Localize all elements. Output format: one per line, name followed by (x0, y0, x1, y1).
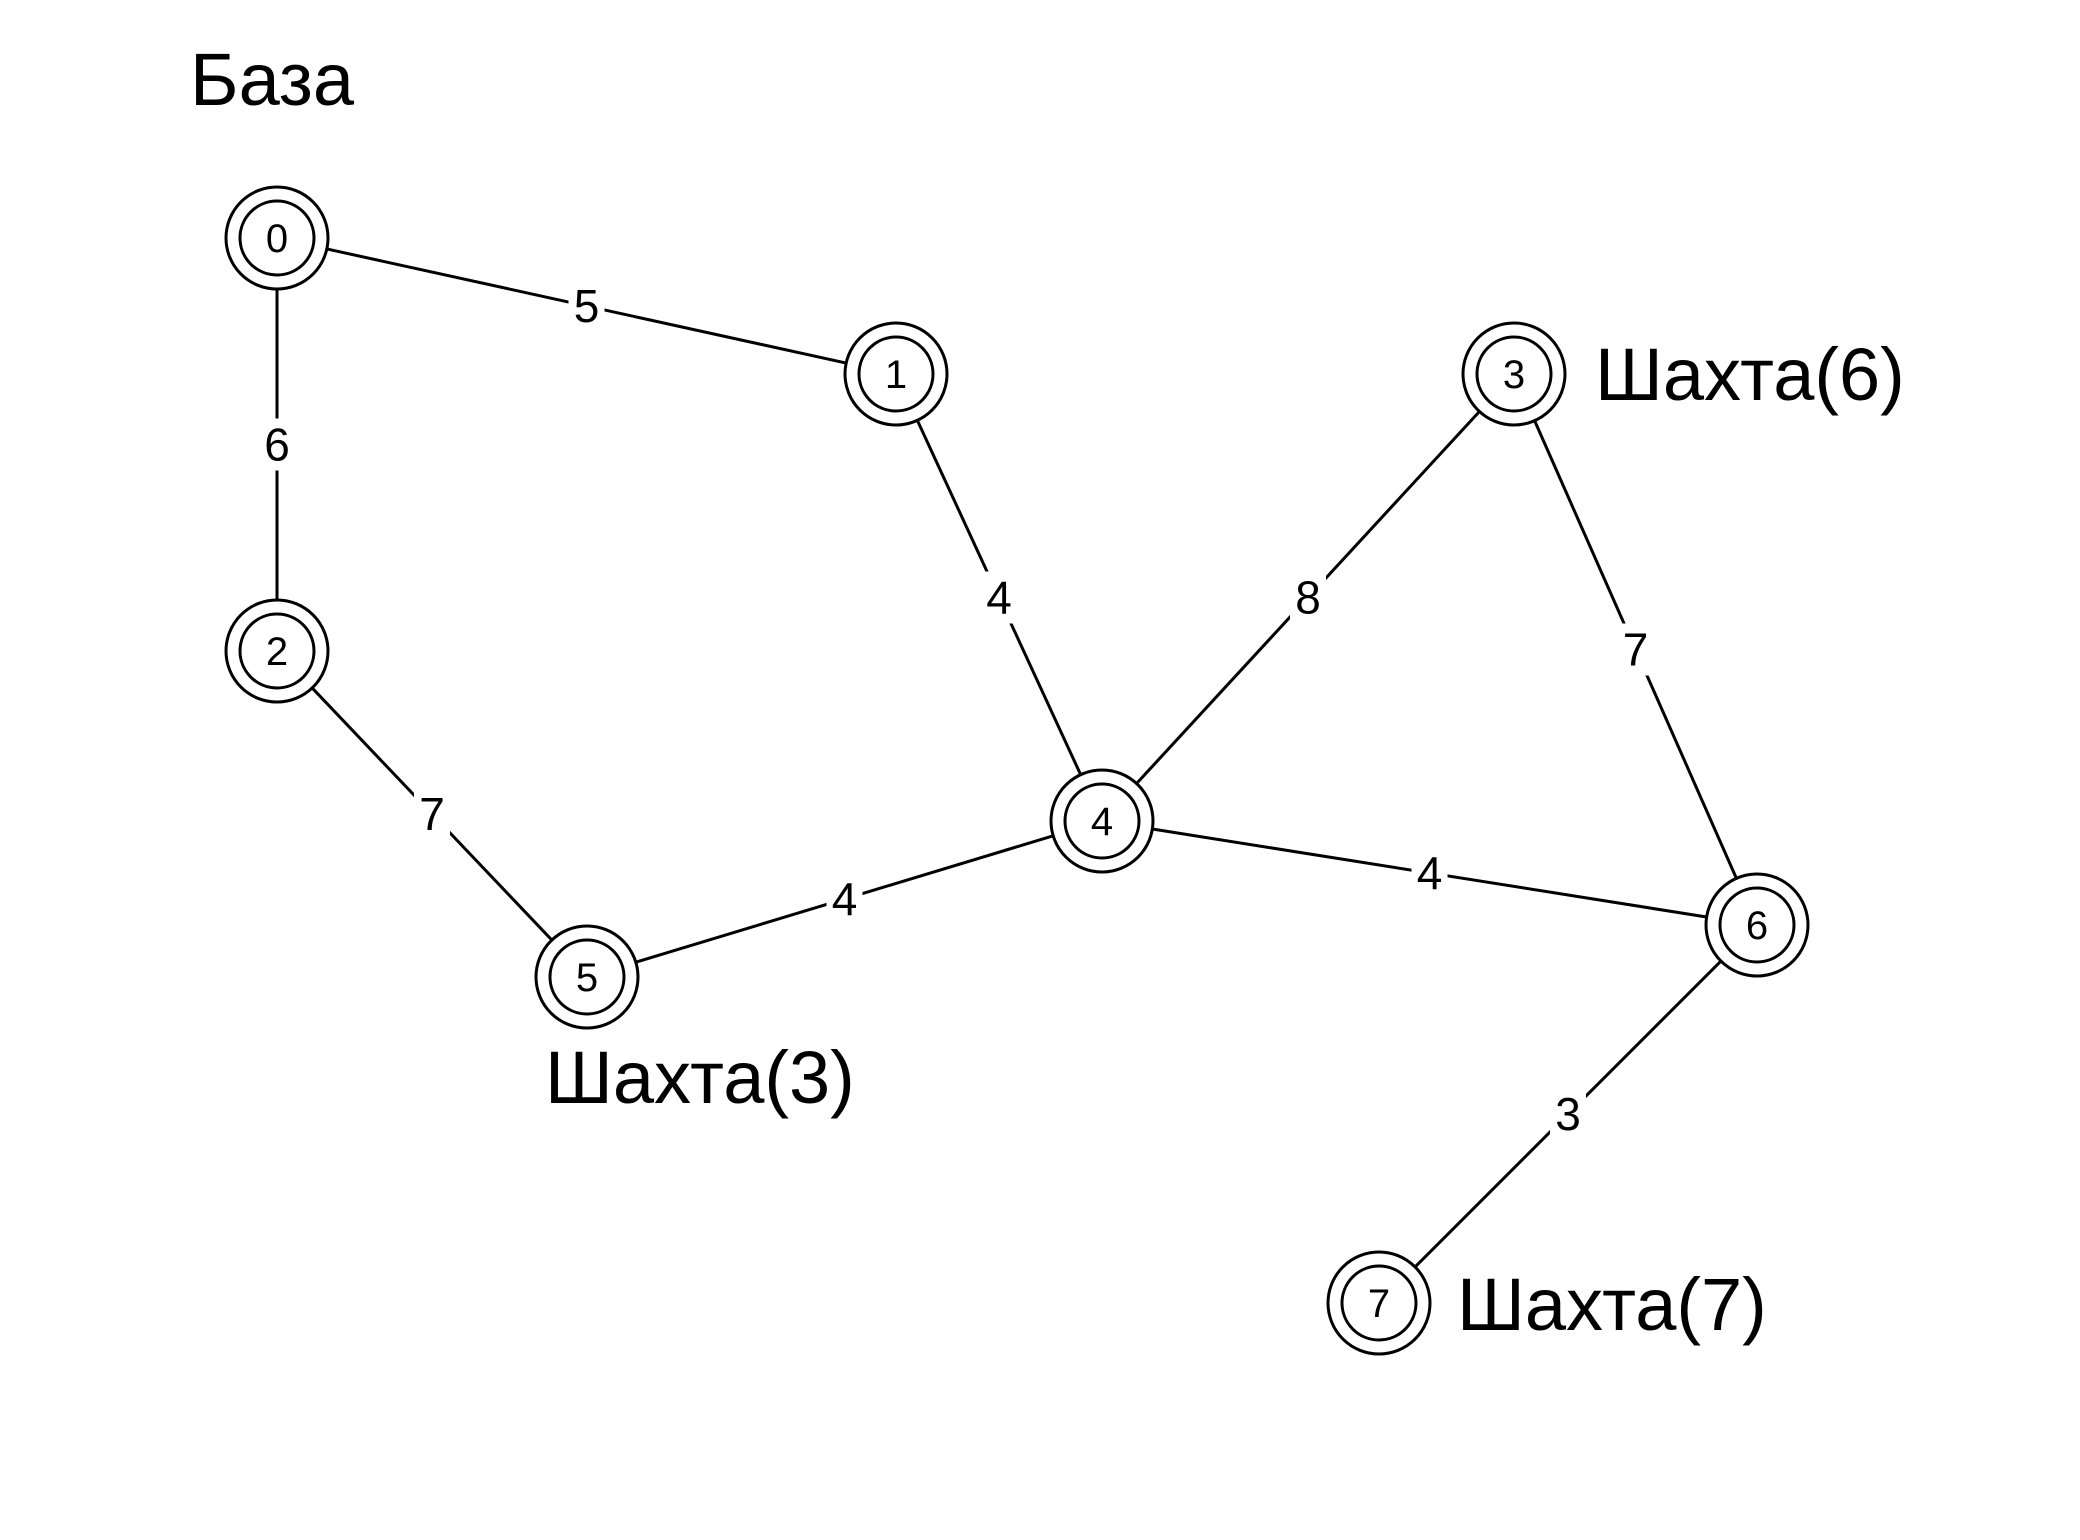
edge-weight-background (259, 418, 295, 471)
node-2: 2 (224, 598, 330, 704)
node-inner-ring (857, 335, 935, 413)
nodes-layer: 0 1 2 3 4 5 6 7 (224, 185, 1810, 1356)
edge-weight-background (1550, 1088, 1586, 1140)
edge-weight-2-5: 7 (414, 788, 450, 840)
edge-weight-label: 5 (574, 280, 600, 332)
edge-weight-background (1617, 623, 1654, 676)
edge-weight-background (568, 280, 605, 332)
node-label: 6 (1746, 904, 1768, 948)
node-label: 0 (266, 217, 288, 261)
node-0: 0 (224, 185, 330, 291)
node-label: 4 (1091, 800, 1113, 844)
node-5: 5 (534, 924, 640, 1030)
node-inner-ring (1063, 782, 1141, 860)
edge-labels-layer: 5 6 4 7 4 8 7 4 3 (259, 280, 1654, 1140)
node-inner-ring (238, 199, 316, 277)
node-label: 5 (576, 956, 598, 1000)
edge-weight-background (1411, 847, 1448, 899)
node-6: 6 (1704, 872, 1810, 978)
annotation-node-3: Шахта(6) (1595, 333, 1905, 416)
annotation-node-0: База (190, 38, 355, 121)
annotation-node-7: Шахта(7) (1457, 1263, 1767, 1346)
edge-weight-6-7: 3 (1550, 1088, 1586, 1140)
edge-weight-label: 3 (1555, 1088, 1581, 1140)
edge-weight-4-3: 8 (1290, 571, 1326, 624)
node-label: 1 (885, 353, 907, 397)
node-7: 7 (1326, 1250, 1432, 1356)
edge-weight-label: 8 (1295, 572, 1321, 624)
node-inner-ring (548, 938, 626, 1016)
edge-weight-label: 6 (264, 419, 290, 471)
edge-weight-background (826, 873, 863, 925)
node-label: 3 (1503, 353, 1525, 397)
node-1: 1 (843, 321, 949, 427)
node-inner-ring (1340, 1264, 1418, 1342)
node-3: 3 (1461, 321, 1567, 427)
edge-weight-0-2: 6 (259, 418, 295, 471)
edge-weight-label: 7 (1623, 624, 1649, 676)
node-label: 2 (266, 630, 288, 674)
node-inner-ring (238, 612, 316, 690)
edge-weight-label: 4 (832, 873, 858, 925)
edge-weight-label: 7 (419, 788, 445, 840)
edge-weight-1-4: 4 (981, 571, 1017, 624)
node-4: 4 (1049, 768, 1155, 874)
edge-weight-3-6: 7 (1617, 623, 1654, 676)
edge-weight-label: 4 (1417, 847, 1443, 899)
edge-weight-label: 4 (986, 572, 1012, 624)
edge-weight-5-4: 4 (826, 873, 863, 925)
edge-weight-background (1290, 571, 1326, 624)
edge-weight-background (981, 571, 1017, 624)
edge-weight-0-1: 5 (568, 280, 605, 332)
edge-weight-background (414, 788, 450, 840)
node-inner-ring (1718, 886, 1796, 964)
edge-weight-4-6: 4 (1411, 847, 1448, 899)
node-inner-ring (1475, 335, 1553, 413)
node-label: 7 (1368, 1282, 1390, 1326)
annotation-node-5: Шахта(3) (545, 1036, 855, 1119)
